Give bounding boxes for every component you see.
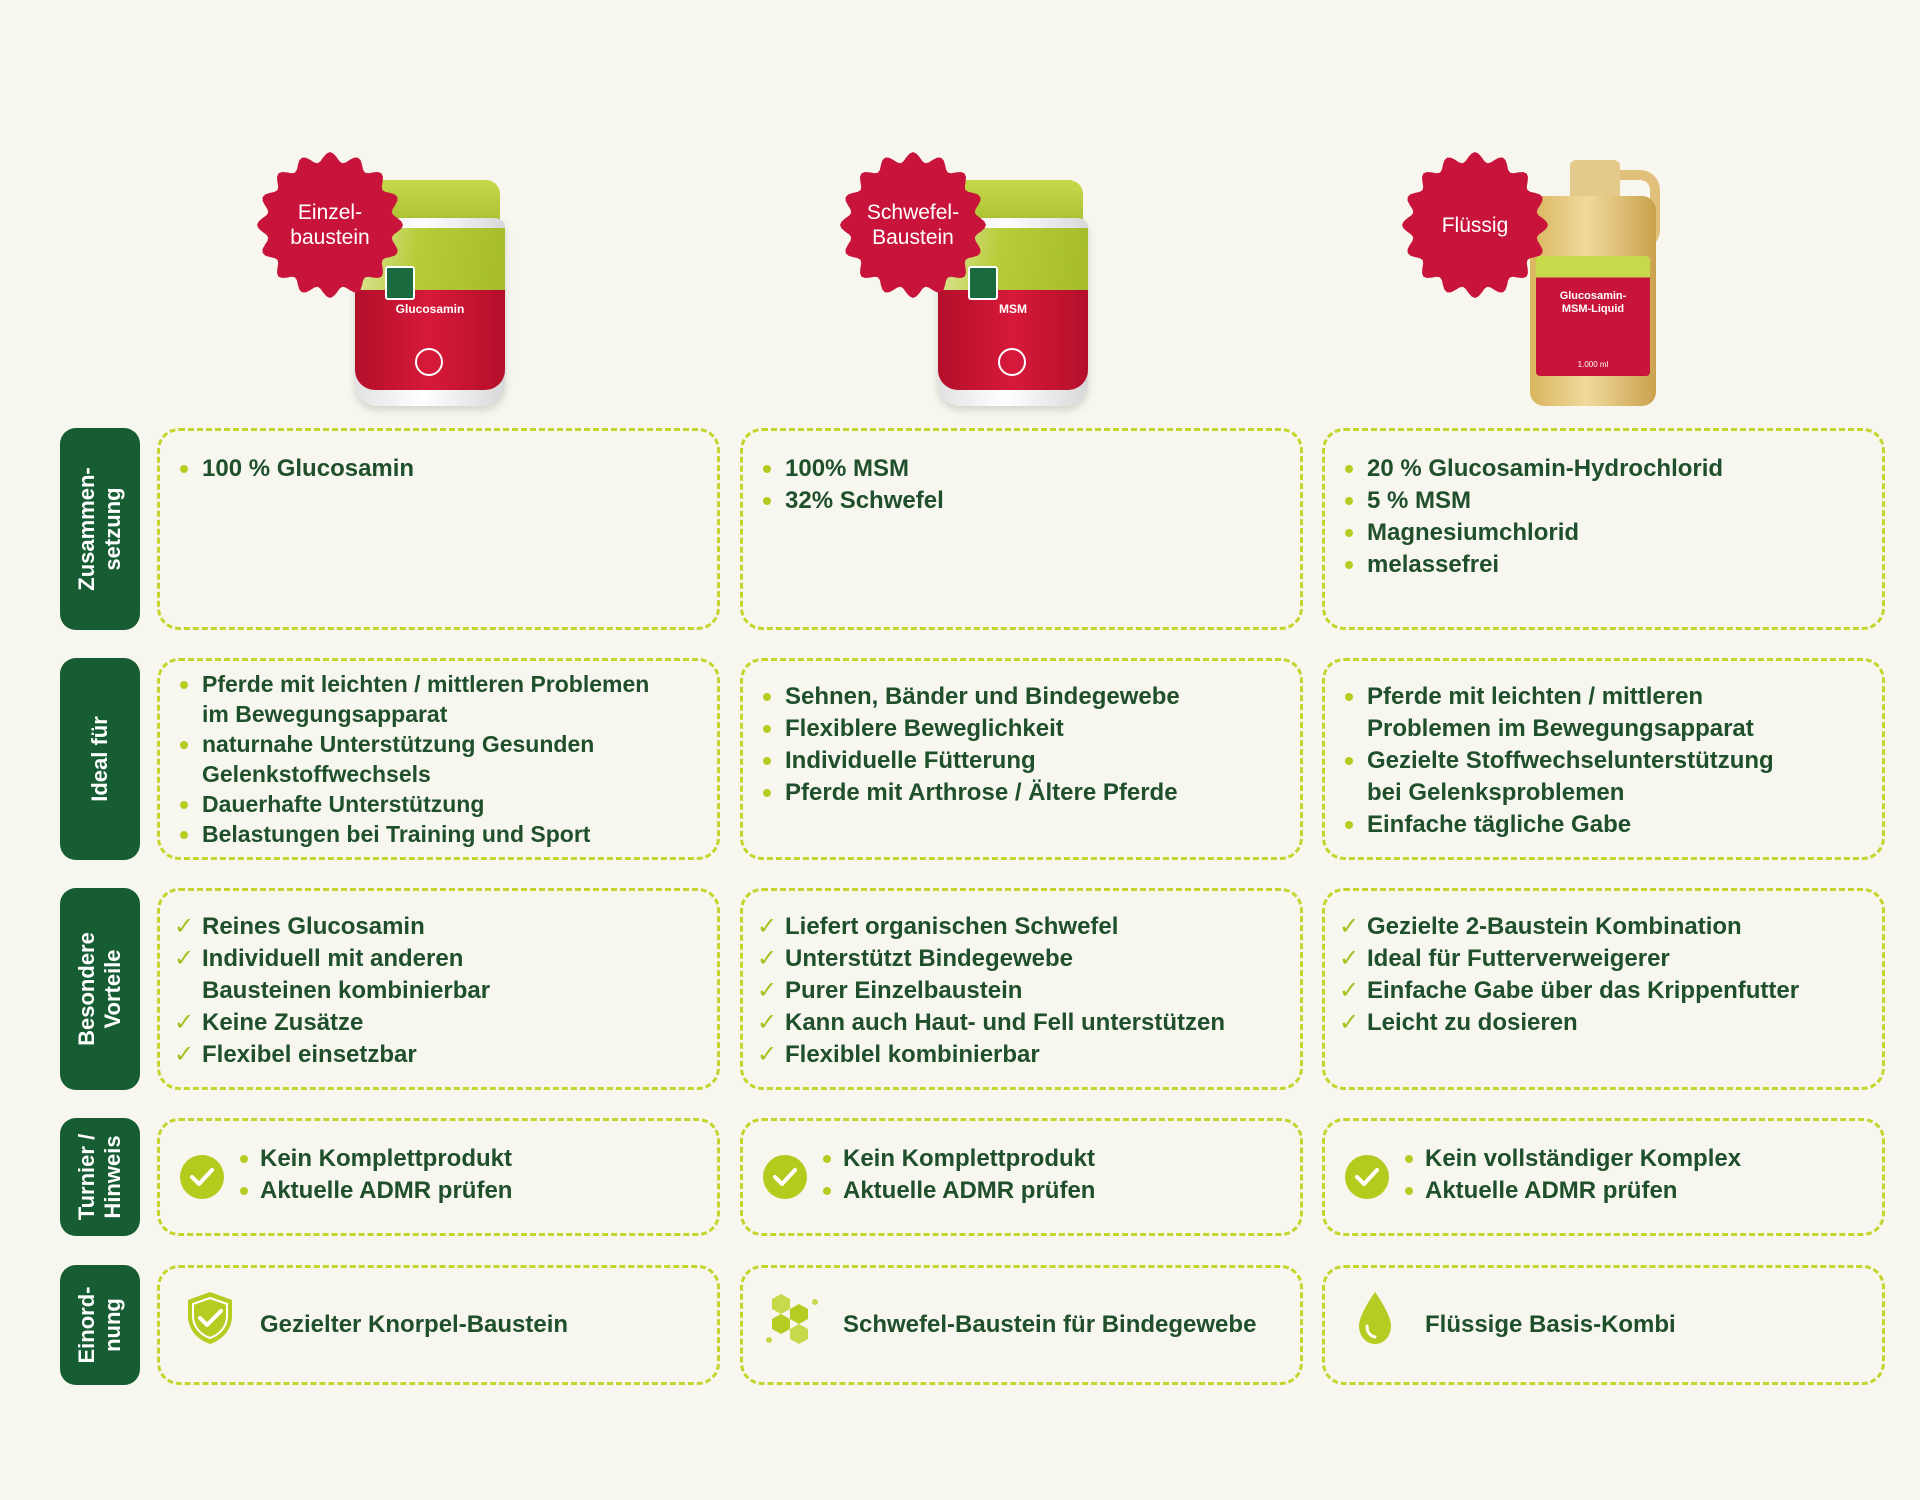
list-item: 100% MSM bbox=[743, 453, 1300, 485]
cell-ideal-msm: Sehnen, Bänder und Bindegewebe Flexibler… bbox=[740, 658, 1303, 860]
list-item: Flexibel einsetzbar bbox=[160, 1039, 717, 1071]
cell-vorteile-glucosamin: Reines Glucosamin Individuell mit andere… bbox=[157, 888, 720, 1090]
cell-vorteile-liquid: Gezielte 2-Baustein Kombination Ideal fü… bbox=[1322, 888, 1885, 1090]
cell-turnier-glucosamin: Kein Komplettprodukt Aktuelle ADMR prüfe… bbox=[157, 1118, 720, 1236]
list-item: 20 % Glucosamin-Hydrochlorid bbox=[1325, 453, 1882, 485]
molecule-icon bbox=[766, 1294, 818, 1344]
list-item: Flexiblere Beweglichkeit bbox=[743, 713, 1300, 745]
cell-einordnung-glucosamin: Gezielter Knorpel-Baustein bbox=[157, 1265, 720, 1385]
check-circle-icon bbox=[180, 1155, 224, 1199]
list-item: Ideal für Futterverweigerer bbox=[1325, 943, 1882, 975]
einordnung-text: Schwefel-Baustein für Bindegewebe bbox=[843, 1311, 1257, 1338]
cell-ideal-liquid: Pferde mit leichten / mittleren Probleme… bbox=[1322, 658, 1885, 860]
list-item: Sehnen, Bänder und Bindegewebe bbox=[743, 681, 1300, 713]
list-item: Einfache Gabe über das Krippenfutter bbox=[1325, 975, 1882, 1007]
list-item: Individuelle Fütterung bbox=[743, 745, 1300, 777]
row-label-zusammensetzung: Zusammen- setzung bbox=[60, 428, 140, 630]
list-item: Magnesiumchlorid bbox=[1325, 517, 1882, 549]
brand-logo-icon bbox=[385, 266, 415, 300]
einordnung-text: Gezielter Knorpel-Baustein bbox=[260, 1311, 569, 1338]
list-item: Flexiblel kombinierbar bbox=[743, 1039, 1300, 1071]
brand-logo-icon bbox=[968, 266, 998, 300]
list-item: Gezielte Stoffwechselunterstützung bbox=[1325, 745, 1882, 777]
row-label-einordnung: Einord- nung bbox=[60, 1265, 140, 1385]
horse-seal-icon bbox=[998, 348, 1026, 376]
list-item: Individuell mit anderen bbox=[160, 943, 717, 975]
list-item: Purer Einzelbaustein bbox=[743, 975, 1300, 1007]
list-item: Aktuelle ADMR prüfen bbox=[821, 1175, 1095, 1207]
list-item: 32% Schwefel bbox=[743, 485, 1300, 517]
product-volume: 1.000 ml bbox=[1577, 360, 1609, 369]
product-name: Glucosamin bbox=[395, 302, 465, 316]
cell-zusammensetzung-msm: 100% MSM 32% Schwefel bbox=[740, 428, 1303, 630]
list-item: Leicht zu dosieren bbox=[1325, 1007, 1882, 1039]
cell-zusammensetzung-glucosamin: 100 % Glucosamin bbox=[157, 428, 720, 630]
badge-text: Flüssig bbox=[1441, 213, 1509, 237]
product-msm: Schwefel- Baustein MSM bbox=[838, 140, 1098, 410]
cell-zusammensetzung-liquid: 20 % Glucosamin-Hydrochlorid 5 % MSM Mag… bbox=[1322, 428, 1885, 630]
scalloped-badge-icon bbox=[1402, 152, 1548, 298]
liquid-bottle-image: Glucosamin- MSM-Liquid 1.000 ml bbox=[1530, 160, 1660, 410]
list-item: Einfache tägliche Gabe bbox=[1325, 809, 1882, 841]
product-glucosamin: Einzel- baustein Glucosamin bbox=[255, 140, 515, 410]
product-glucosamin-msm-liquid: Flüssig Glucosamin- MSM-Liquid 1.000 ml bbox=[1400, 140, 1660, 410]
list-item: Kann auch Haut- und Fell unterstützen bbox=[743, 1007, 1300, 1039]
list-item: Problemen im Bewegungsapparat bbox=[1367, 715, 1754, 742]
list-item: Liefert organischen Schwefel bbox=[743, 911, 1300, 943]
row-label-ideal-fuer: Ideal für bbox=[60, 658, 140, 860]
einordnung-text: Flüssige Basis-Kombi bbox=[1425, 1311, 1676, 1338]
list-item: Gezielte 2-Baustein Kombination bbox=[1325, 911, 1882, 943]
list-item: 100 % Glucosamin bbox=[160, 453, 717, 485]
list-item: bei Gelenksproblemen bbox=[1367, 779, 1625, 806]
drop-icon bbox=[1359, 1292, 1391, 1344]
horse-seal-icon bbox=[415, 348, 443, 376]
list-item: Dauerhafte Unterstützung bbox=[160, 789, 717, 819]
list-item: Keine Zusätze bbox=[160, 1007, 717, 1039]
list-item: Reines Glucosamin bbox=[160, 911, 717, 943]
list-item: im Bewegungsapparat bbox=[202, 701, 448, 727]
product-name: MSM bbox=[999, 302, 1027, 316]
list-item: Kein Komplettprodukt bbox=[821, 1143, 1095, 1175]
check-circle-icon bbox=[763, 1155, 807, 1199]
list-item: Bausteinen kombinierbar bbox=[202, 977, 491, 1004]
list-item: 5 % MSM bbox=[1325, 485, 1882, 517]
list-item: Pferde mit Arthrose / Ältere Pferde bbox=[743, 777, 1300, 809]
check-circle-icon bbox=[1345, 1155, 1389, 1199]
list-item: Unterstützt Bindegewebe bbox=[743, 943, 1300, 975]
badge-schwefel-baustein: Schwefel- Baustein bbox=[838, 150, 988, 300]
list-item: naturnahe Unterstützung Gesunden bbox=[160, 729, 717, 759]
list-item: Kein vollständiger Komplex bbox=[1403, 1143, 1741, 1175]
scalloped-badge-icon bbox=[840, 152, 986, 298]
cell-turnier-msm: Kein Komplettprodukt Aktuelle ADMR prüfe… bbox=[740, 1118, 1303, 1236]
scalloped-badge-icon bbox=[257, 152, 403, 298]
cell-ideal-glucosamin: Pferde mit leichten / mittleren Probleme… bbox=[157, 658, 720, 860]
badge-fluessig: Flüssig bbox=[1400, 150, 1550, 300]
cell-einordnung-msm: Schwefel-Baustein für Bindegewebe bbox=[740, 1265, 1303, 1385]
glucosamin-tub-image: Glucosamin bbox=[355, 180, 505, 410]
list-item: Pferde mit leichten / mittleren Probleme… bbox=[160, 669, 717, 699]
shield-check-icon bbox=[188, 1292, 232, 1344]
cell-vorteile-msm: Liefert organischen Schwefel Unterstützt… bbox=[740, 888, 1303, 1090]
list-item: Kein Komplettprodukt bbox=[238, 1143, 512, 1175]
list-item: Aktuelle ADMR prüfen bbox=[238, 1175, 512, 1207]
cell-turnier-liquid: Kein vollständiger Komplex Aktuelle ADMR… bbox=[1322, 1118, 1885, 1236]
badge-text: Einzel- baustein bbox=[290, 201, 370, 249]
list-item: Gelenkstoffwechsels bbox=[202, 761, 431, 787]
badge-einzelbaustein: Einzel- baustein bbox=[255, 150, 405, 300]
list-item: Aktuelle ADMR prüfen bbox=[1403, 1175, 1741, 1207]
badge-text: Schwefel- Baustein bbox=[866, 201, 960, 249]
row-label-besondere-vorteile: Besondere Vorteile bbox=[60, 888, 140, 1090]
list-item: melassefrei bbox=[1325, 549, 1882, 581]
product-name: Glucosamin- MSM-Liquid bbox=[1559, 290, 1627, 315]
list-item: Belastungen bei Training und Sport bbox=[160, 819, 717, 849]
row-label-turnier-hinweis: Turnier / Hinweis bbox=[60, 1118, 140, 1236]
list-item: Pferde mit leichten / mittleren bbox=[1325, 681, 1882, 713]
cell-einordnung-liquid: Flüssige Basis-Kombi bbox=[1322, 1265, 1885, 1385]
